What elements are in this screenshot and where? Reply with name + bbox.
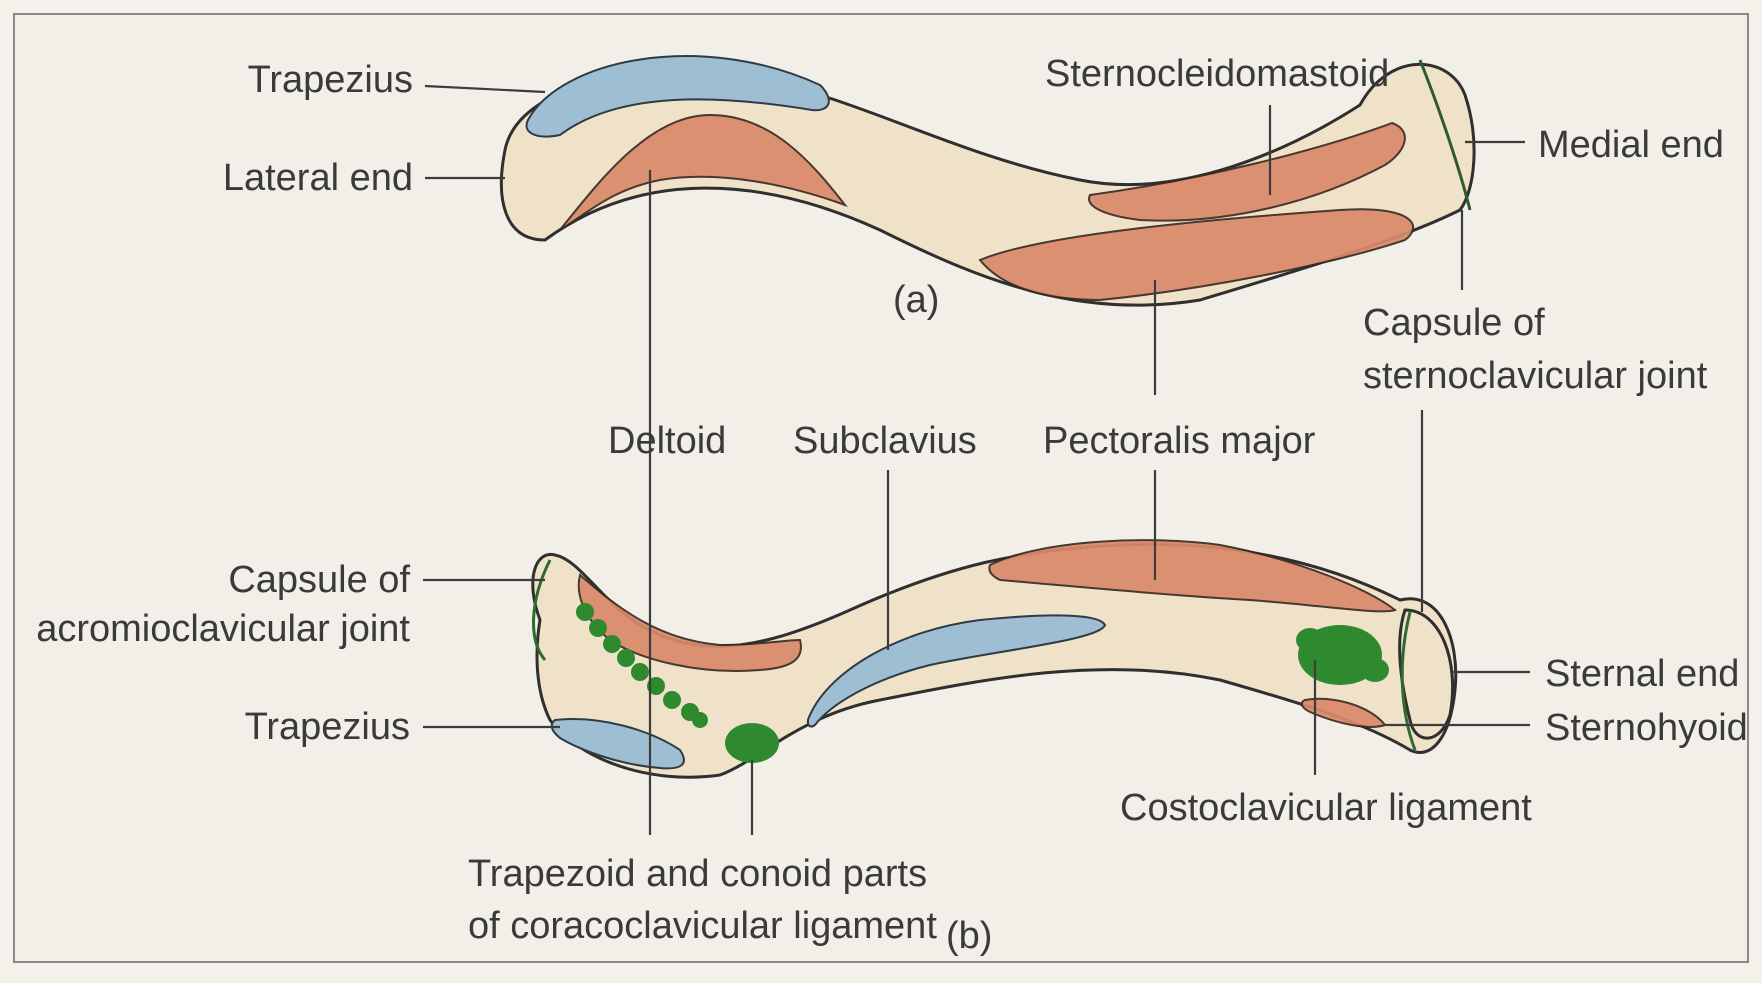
label-sternal-end: Sternal end xyxy=(1545,653,1739,695)
label-sternocleidomastoid: Sternocleidomastoid xyxy=(1045,53,1389,95)
label-sternohyoid: Sternohyoid xyxy=(1545,707,1748,749)
label-capsule-ac-line1: Capsule of xyxy=(228,559,410,601)
label-trapezius-b: Trapezius xyxy=(245,706,410,748)
label-capsule-sc-line2: sternoclavicular joint xyxy=(1363,355,1708,397)
label-lateral-end: Lateral end xyxy=(223,157,413,199)
label-trapezoid-line2: of coracoclavicular ligament xyxy=(468,905,937,947)
label-trapezius-a: Trapezius xyxy=(248,59,413,101)
label-deltoid: Deltoid xyxy=(608,420,726,462)
label-capsule-sc-line1: Capsule of xyxy=(1363,302,1545,344)
label-capsule-ac-line2: acromioclavicular joint xyxy=(36,608,410,650)
label-subclavius: Subclavius xyxy=(793,420,977,462)
label-trapezoid-line1: Trapezoid and conoid parts xyxy=(468,853,927,895)
label-costoclavicular: Costoclavicular ligament xyxy=(1120,787,1532,829)
label-view-a: (a) xyxy=(893,279,939,321)
label-medial-end: Medial end xyxy=(1538,124,1724,166)
label-pectoralis-major: Pectoralis major xyxy=(1043,420,1316,462)
label-view-b: (b) xyxy=(946,915,992,957)
